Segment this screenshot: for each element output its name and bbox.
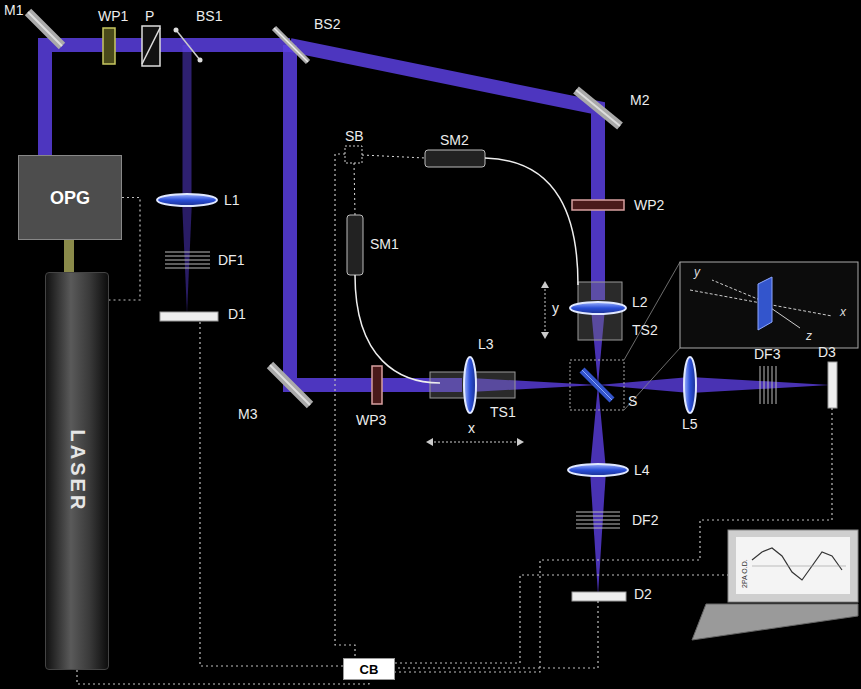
- part-label: DF1: [218, 252, 244, 268]
- part-label: SM2: [440, 132, 469, 148]
- part-label: L5: [682, 416, 698, 432]
- part-label: D2: [634, 586, 652, 602]
- part-label: BS1: [196, 8, 222, 24]
- part-label: WP3: [356, 412, 386, 428]
- part-label: L2: [632, 294, 648, 310]
- laser-cylinder: LASER: [45, 272, 109, 670]
- node-text: LASER: [66, 430, 89, 513]
- part-label: y: [552, 300, 559, 316]
- part-label: D3: [818, 344, 836, 360]
- part-label: WP1: [98, 8, 128, 24]
- opg-box: OPG: [18, 155, 122, 240]
- part-label: M1: [4, 2, 23, 18]
- part-label: M3: [238, 406, 257, 422]
- part-label: M2: [630, 92, 649, 108]
- part-label: TS1: [490, 404, 516, 420]
- part-label: L1: [224, 192, 240, 208]
- part-label: DF3: [754, 346, 780, 362]
- axis-label: x: [840, 304, 846, 320]
- part-label: BS2: [314, 16, 340, 32]
- part-label: L4: [634, 462, 650, 478]
- signal-wire: [77, 670, 369, 684]
- part-label: S: [628, 393, 637, 409]
- part-label: L3: [478, 336, 494, 352]
- part-label: x: [468, 420, 475, 436]
- part-label: SM1: [370, 236, 399, 252]
- part-label: DF2: [632, 512, 658, 528]
- control-box: CB: [343, 658, 395, 680]
- part-label: D1: [228, 306, 246, 322]
- part-label: TS2: [632, 322, 658, 338]
- part-label: P: [145, 8, 154, 24]
- node-text: CB: [360, 662, 379, 677]
- screen-text: 2PA O.D.: [741, 559, 749, 588]
- axis-label: z: [806, 328, 812, 344]
- part-label: WP2: [634, 197, 664, 213]
- part-label: SB: [345, 128, 364, 144]
- node-text: OPG: [50, 187, 90, 208]
- axis-label: y: [694, 264, 700, 280]
